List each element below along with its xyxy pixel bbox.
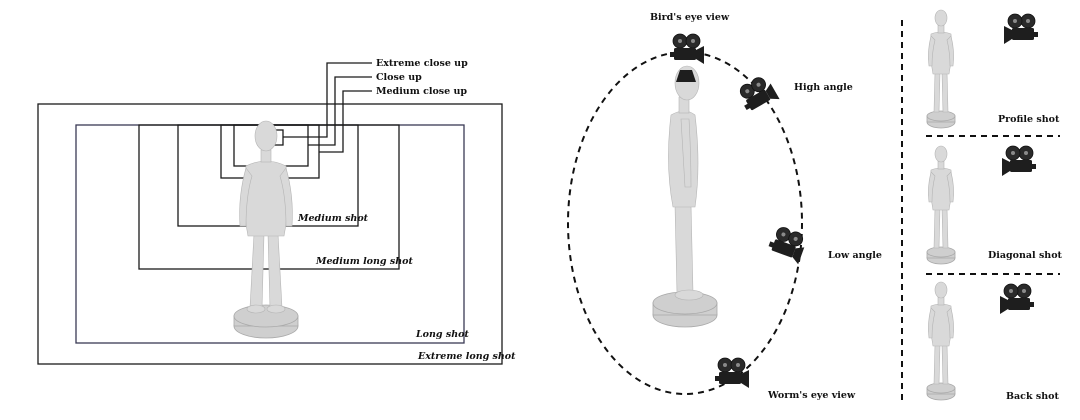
- camera-icon: [1001, 145, 1037, 177]
- label-high-angle: High angle: [794, 82, 853, 93]
- label-long-shot: Long shot: [415, 329, 469, 340]
- figure-icon: [926, 9, 956, 129]
- camera-icon: [714, 357, 750, 389]
- figure-icon: [926, 281, 956, 401]
- label-low-angle: Low angle: [828, 250, 882, 261]
- label-profile-shot: Profile shot: [998, 114, 1060, 125]
- figure-icon: [233, 120, 299, 339]
- figure-icon: [652, 65, 718, 328]
- camera-angles-panel: Bird's eye view High angle Low angle Wor…: [567, 12, 882, 401]
- label-birds-eye-view: Bird's eye view: [650, 12, 730, 23]
- extreme-close-up-connector: [283, 62, 372, 138]
- camera-icon: [765, 223, 809, 265]
- label-extreme-close-up: Extreme close up: [376, 58, 468, 69]
- label-extreme-long-shot: Extreme long shot: [417, 351, 516, 362]
- label-worms-eye-view: Worm's eye view: [767, 390, 856, 401]
- medium-close-up-connector: [319, 90, 372, 153]
- figure-icon: [926, 145, 956, 265]
- camera-icon: [999, 283, 1035, 315]
- label-diagonal-shot: Diagonal shot: [988, 250, 1063, 261]
- shot-sizes-panel: Extreme close up Close up Medium close u…: [37, 58, 516, 365]
- label-medium-shot: Medium shot: [297, 213, 369, 224]
- label-medium-long-shot: Medium long shot: [315, 256, 413, 267]
- label-close-up: Close up: [376, 72, 422, 83]
- camera-icon: [669, 33, 705, 82]
- extreme-long-shot-frame: [37, 103, 503, 365]
- close-up-connector: [308, 76, 372, 146]
- label-back-shot: Back shot: [1006, 391, 1059, 402]
- camera-icon: [1003, 13, 1039, 45]
- label-medium-close-up: Medium close up: [376, 86, 467, 97]
- shot-positions-panel: Profile shot Diagonal shot Back shot: [901, 9, 1063, 402]
